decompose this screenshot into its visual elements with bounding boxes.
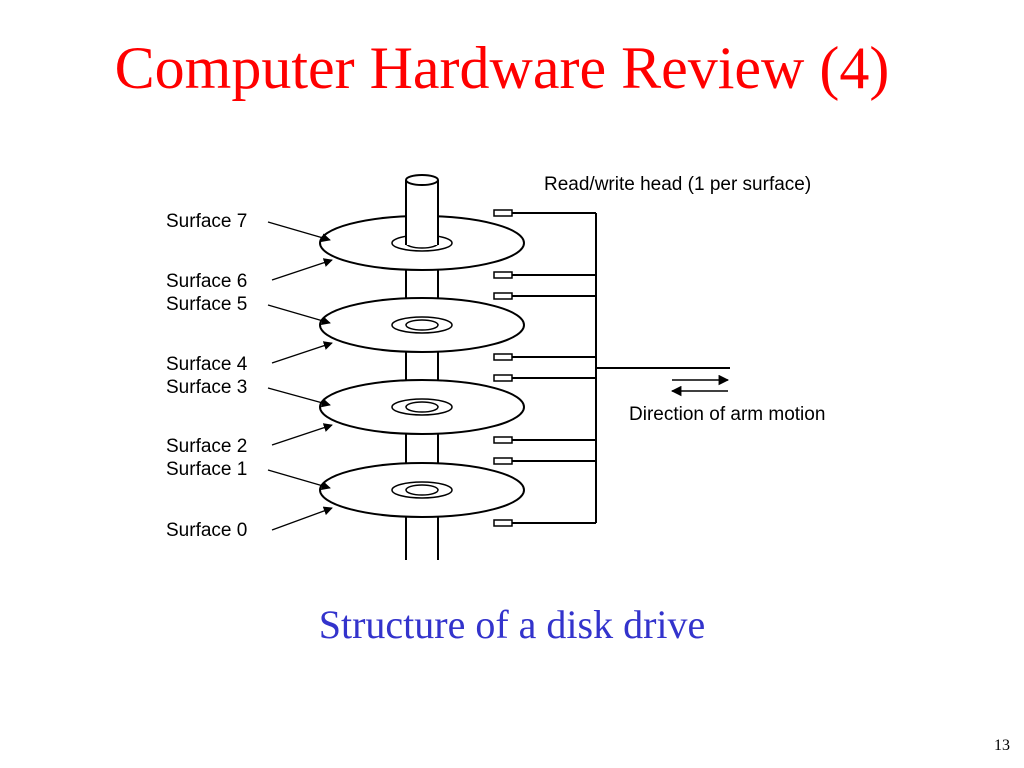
read-write-head bbox=[493, 209, 596, 217]
spindle-top bbox=[405, 174, 439, 245]
surface-label-3: Surface 3 bbox=[166, 377, 247, 398]
surface-label-2: Surface 2 bbox=[166, 436, 247, 457]
surface-label-7: Surface 7 bbox=[166, 211, 247, 232]
surface-pointer-arrow bbox=[271, 341, 333, 364]
read-write-head bbox=[493, 292, 596, 300]
arm-motion-label: Direction of arm motion bbox=[629, 404, 825, 425]
surface-label-5: Surface 5 bbox=[166, 294, 247, 315]
arm-assembly bbox=[595, 213, 730, 523]
surface-label-4: Surface 4 bbox=[166, 354, 248, 375]
surface-pointer-arrow bbox=[271, 506, 333, 531]
platter bbox=[319, 243, 525, 353]
read-write-head bbox=[493, 436, 596, 444]
surface-pointer-arrow bbox=[271, 258, 333, 281]
surface-label-6: Surface 6 bbox=[166, 271, 247, 292]
page-number: 13 bbox=[994, 737, 1010, 754]
arm-motion-arrows bbox=[670, 374, 730, 397]
head-label: Read/write head (1 per surface) bbox=[544, 174, 811, 195]
surface-label-1: Surface 1 bbox=[166, 459, 247, 480]
read-write-head bbox=[493, 519, 596, 527]
spindle-base bbox=[405, 510, 439, 560]
surface-pointer-arrow bbox=[267, 469, 331, 491]
surface-pointer-arrow bbox=[267, 304, 331, 326]
read-write-head bbox=[493, 271, 596, 279]
read-write-heads bbox=[493, 209, 596, 527]
surface-pointer-arrow bbox=[267, 387, 331, 408]
surface-label-0: Surface 0 bbox=[166, 520, 247, 541]
read-write-head bbox=[493, 353, 596, 361]
surface-pointer-arrow bbox=[267, 221, 331, 243]
surface-pointers bbox=[267, 221, 333, 531]
platter-stack bbox=[319, 215, 525, 518]
slide-caption: Structure of a disk drive bbox=[318, 602, 706, 647]
slide-title: Computer Hardware Review (4) bbox=[114, 35, 890, 101]
surface-pointer-arrow bbox=[271, 423, 333, 446]
read-write-head bbox=[493, 374, 596, 382]
read-write-head bbox=[493, 457, 596, 465]
